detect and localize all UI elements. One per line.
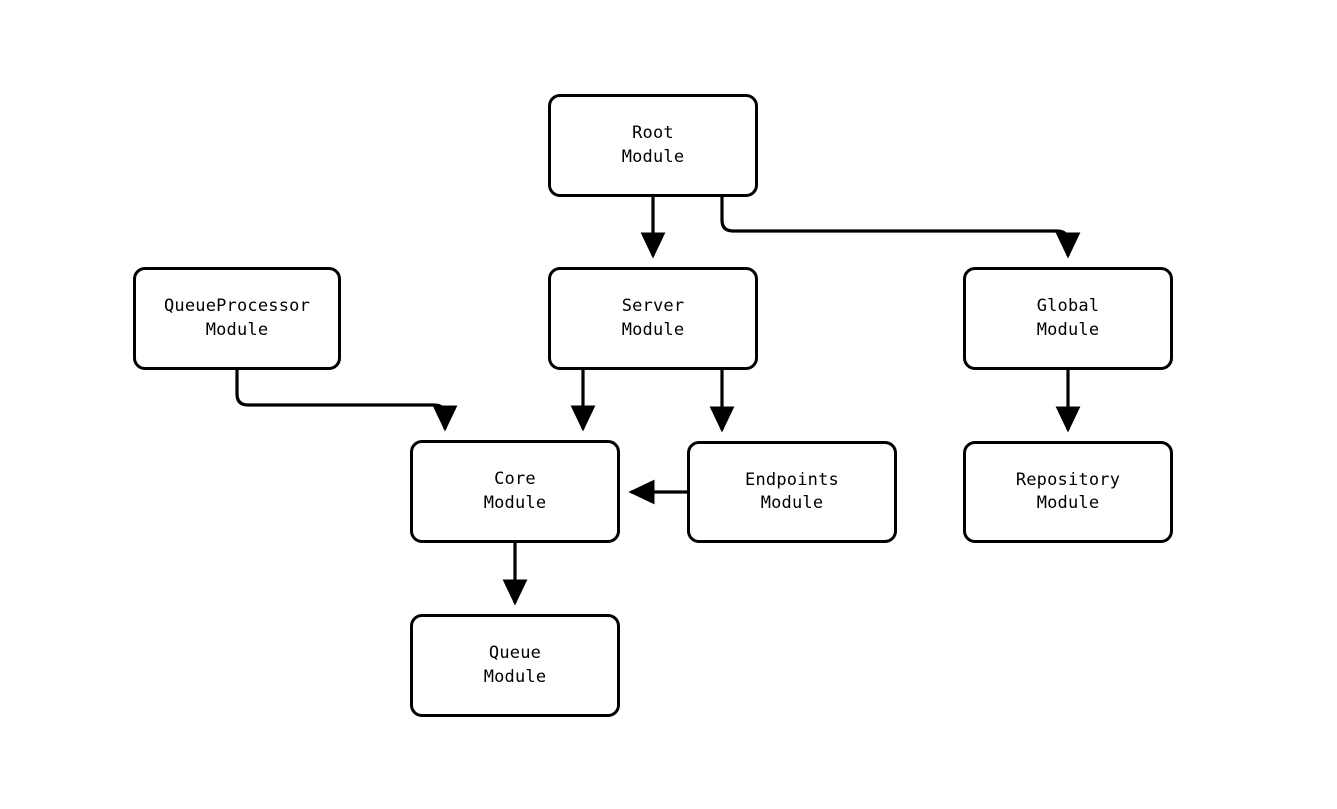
node-queue-module[interactable]: Queue Module [410, 614, 620, 717]
node-endpoints-module[interactable]: Endpoints Module [687, 441, 897, 543]
node-label: Queue Module [483, 643, 547, 687]
node-server-module[interactable]: Server Module [548, 267, 758, 370]
node-core-module[interactable]: Core Module [410, 440, 620, 543]
node-repository-module[interactable]: Repository Module [963, 441, 1173, 543]
edge-queueprocessor-to-core [235, 370, 458, 432]
node-queueprocessor-module[interactable]: QueueProcessor Module [133, 267, 341, 370]
node-label: Root Module [621, 123, 685, 167]
node-root-module[interactable]: Root Module [548, 94, 758, 197]
node-label: Server Module [621, 296, 685, 340]
edge-root-to-global [720, 197, 1081, 259]
node-label: QueueProcessor Module [163, 296, 311, 340]
node-label: Global Module [1036, 296, 1100, 340]
node-label: Core Module [483, 469, 547, 513]
node-label: Endpoints Module [745, 469, 839, 513]
node-label: Repository Module [1015, 469, 1121, 513]
node-global-module[interactable]: Global Module [963, 267, 1173, 370]
